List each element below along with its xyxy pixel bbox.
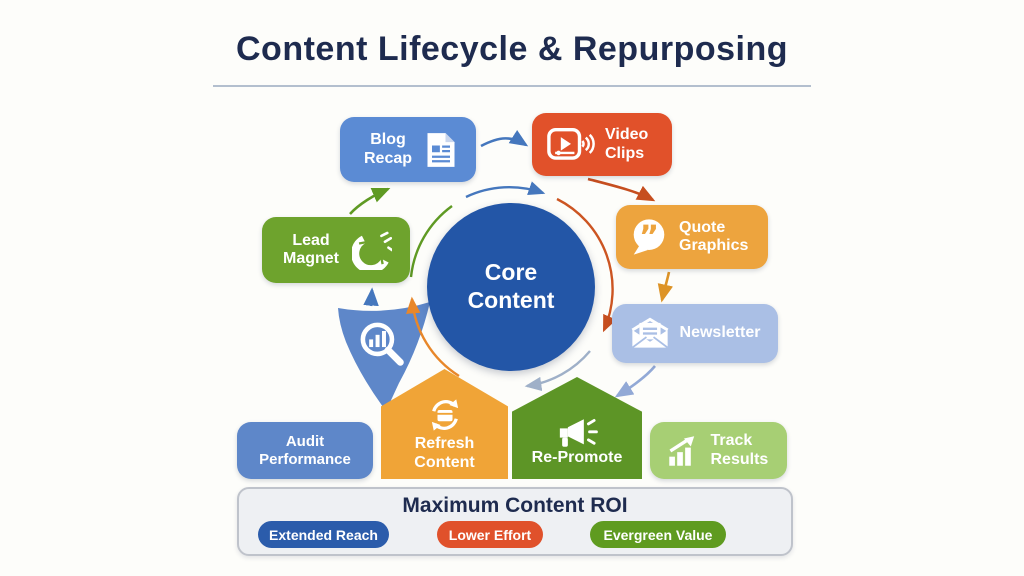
video-player-icon: [547, 127, 595, 162]
magnet-icon: [352, 230, 392, 270]
envelope-icon: [630, 317, 670, 350]
quote-graphics-label: Quote Graphics: [679, 218, 749, 254]
node-newsletter: Newsletter: [612, 304, 778, 363]
arrow-leadmagnet-to-blog: [349, 187, 391, 215]
title-underline: [213, 85, 811, 87]
node-refresh-content: Refresh Content: [381, 369, 508, 479]
magnifier-chart-icon: [356, 318, 408, 370]
core-content-label: Core Content: [467, 259, 555, 313]
blog-recap-label: Blog Recap: [363, 131, 413, 167]
growth-chart-icon: [667, 435, 701, 467]
node-video-clips: Video Clips: [532, 113, 672, 176]
newsletter-label: Newsletter: [679, 324, 761, 342]
megaphone-icon: [556, 417, 598, 449]
badge-evergreen-value: Evergreen Value: [590, 521, 726, 548]
node-track-results: Track Results: [650, 422, 787, 479]
badge-extended-reach: Extended Reach: [258, 521, 389, 548]
re-promote-label: Re-Promote: [531, 449, 623, 466]
roi-banner: Maximum Content ROI Extended Reach Lower…: [237, 487, 793, 556]
roi-banner-title: Maximum Content ROI: [402, 494, 628, 517]
node-re-promote: Re-Promote: [512, 377, 642, 479]
lead-magnet-label: Lead Magnet: [283, 231, 339, 267]
badge-lower-effort: Lower Effort: [437, 521, 543, 548]
arrow-quote-to-newsletter: [657, 271, 673, 303]
arrow-video-to-quote: [587, 177, 656, 202]
ring-arc-top-blue: [465, 181, 546, 199]
audit-performance-label: Audit Performance: [259, 433, 351, 468]
quote-bubble-icon: ”: [629, 218, 669, 256]
node-audit-performance: Audit Performance: [237, 422, 373, 479]
arrow-blog-to-video: [480, 130, 529, 148]
track-results-label: Track Results: [710, 432, 769, 468]
core-content-circle: Core Content: [427, 203, 595, 371]
page-title: Content Lifecycle & Repurposing: [236, 30, 788, 68]
node-lead-magnet: Lead Magnet: [262, 217, 410, 283]
video-clips-label: Video Clips: [605, 126, 649, 162]
node-blog-recap: Blog Recap: [340, 117, 476, 182]
arrow-newsletter-to-repromote: [614, 365, 656, 398]
svg-text:”: ”: [639, 219, 659, 254]
arrow-wedge-to-leadmagnet: [363, 287, 379, 307]
document-icon: [426, 132, 456, 168]
node-quote-graphics: ” Quote Graphics: [616, 205, 768, 269]
refresh-icon: [425, 395, 465, 435]
refresh-content-label: Refresh Content: [414, 435, 475, 471]
